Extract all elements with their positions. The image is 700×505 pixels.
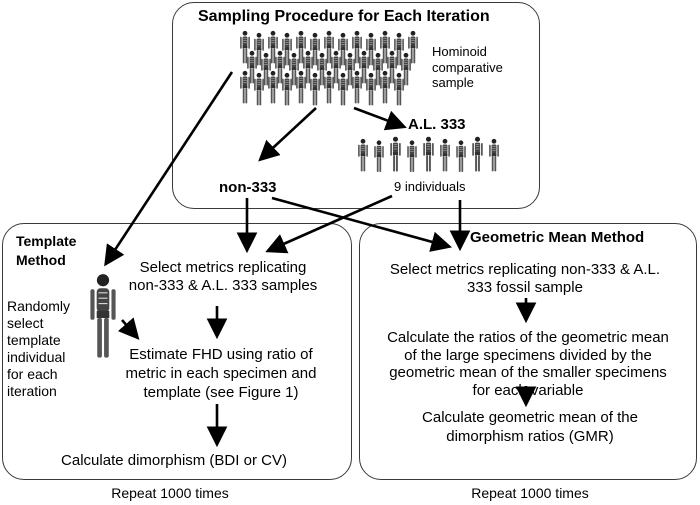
template-method-title: Template Method <box>16 233 77 268</box>
hominoid-label: Hominoid comparative sample <box>432 44 503 91</box>
template-step-calc-dimorphism: Calculate dimorphism (BDI or CV) <box>61 452 287 469</box>
geometric-mean-method-box <box>359 223 697 480</box>
sampling-title: Sampling Procedure for Each Iteration <box>198 8 490 25</box>
template-method-box <box>2 223 352 480</box>
gmr-repeat-label: Repeat 1000 times <box>471 485 589 501</box>
hominoid-sample-skeletons <box>238 30 428 108</box>
gmr-method-title: Geometric Mean Method <box>470 229 645 246</box>
template-step-estimate-fhd: Estimate FHD using ratio of metric in ea… <box>125 346 317 401</box>
individuals-label: 9 individuals <box>394 179 466 194</box>
template-repeat-label: Repeat 1000 times <box>111 485 229 501</box>
template-step-select-metrics: Select metrics replicating non-333 & A.L… <box>128 259 318 295</box>
gmr-step-calc-ratios: Calculate the ratios of the geometric me… <box>387 329 669 399</box>
gmr-step-select-metrics: Select metrics replicating non-333 & A.L… <box>389 261 661 297</box>
random-select-label: Randomly select template individual for … <box>7 298 71 400</box>
gmr-step-calc-geomean: Calculate geometric mean of the dimorphi… <box>422 409 638 445</box>
al333-label: A.L. 333 <box>408 116 466 133</box>
al333-skeletons <box>356 134 506 176</box>
non333-label: non-333 <box>219 179 277 196</box>
